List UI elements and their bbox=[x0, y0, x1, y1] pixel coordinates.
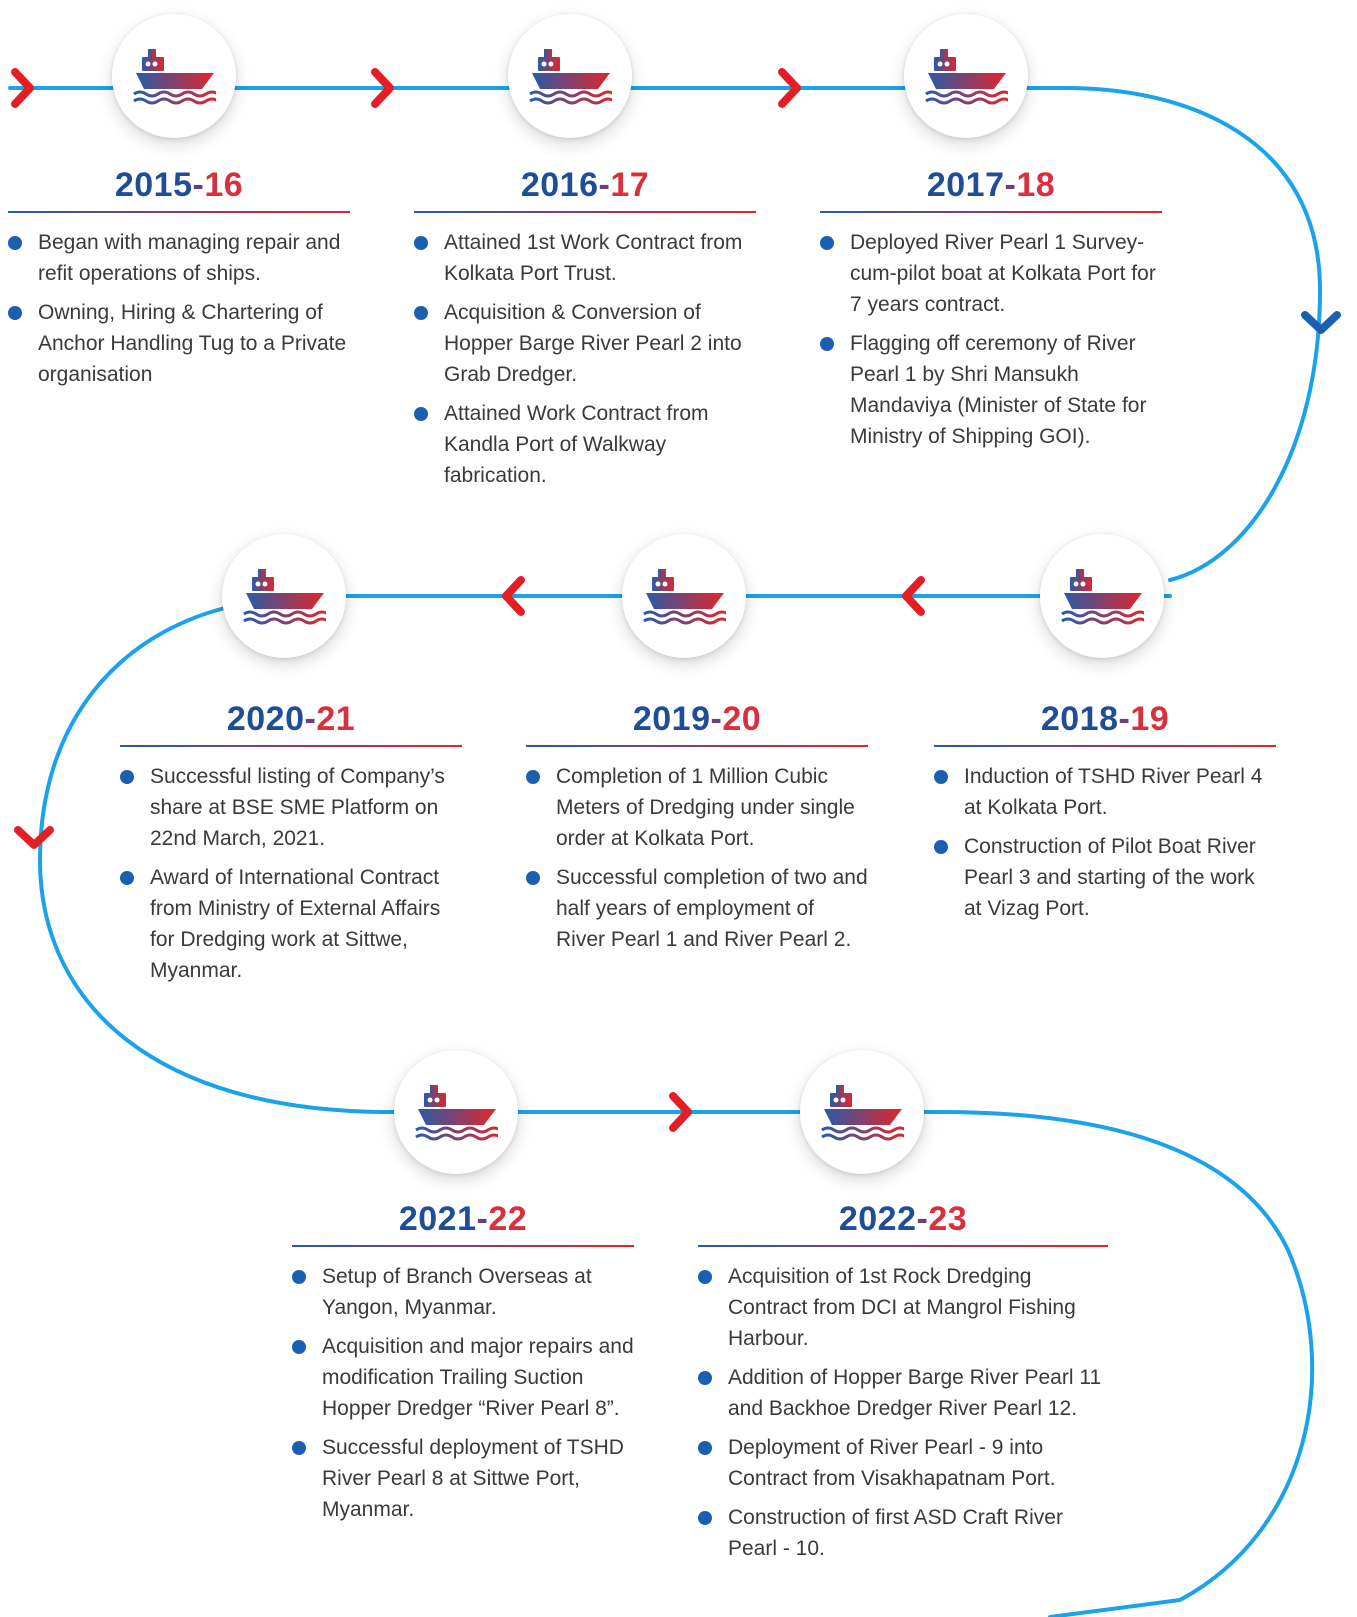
milestone-items: Successful listing of Company’s share at… bbox=[120, 761, 462, 986]
year-heading: 2021-22 bbox=[292, 1200, 634, 1247]
list-item: Owning, Hiring & Chartering of Anchor Ha… bbox=[8, 297, 350, 390]
milestone-items: Setup of Branch Overseas at Yangon, Myan… bbox=[292, 1261, 634, 1525]
milestone-items: Completion of 1 Million Cubic Meters of … bbox=[526, 761, 868, 955]
milestone-items: Attained 1st Work Contract from Kolkata … bbox=[414, 227, 756, 491]
year-heading: 2019-20 bbox=[526, 700, 868, 747]
milestone-2016-17: 2016-17 Attained 1st Work Contract from … bbox=[414, 166, 756, 499]
year-heading: 2018-19 bbox=[934, 700, 1276, 747]
milestone-2021-22: 2021-22 Setup of Branch Overseas at Yang… bbox=[292, 1200, 634, 1533]
list-item: Completion of 1 Million Cubic Meters of … bbox=[526, 761, 868, 854]
chevron-right-icon bbox=[11, 68, 34, 108]
chevron-right-icon bbox=[371, 68, 394, 108]
chevron-down-icon bbox=[14, 826, 54, 849]
list-item: Acquisition and major repairs and modifi… bbox=[292, 1331, 634, 1424]
milestone-node-2021-22 bbox=[394, 1050, 518, 1174]
milestone-node-2017-18 bbox=[904, 14, 1028, 138]
milestone-node-2019-20 bbox=[622, 534, 746, 658]
list-item: Induction of TSHD River Pearl 4 at Kolka… bbox=[934, 761, 1276, 823]
list-item: Attained 1st Work Contract from Kolkata … bbox=[414, 227, 756, 289]
chevron-down-icon bbox=[1301, 311, 1341, 334]
milestone-items: Deployed River Pearl 1 Survey-cum-pilot … bbox=[820, 227, 1162, 452]
year-heading: 2016-17 bbox=[414, 166, 756, 213]
list-item: Acquisition of 1st Rock Dredging Contrac… bbox=[698, 1261, 1108, 1354]
milestone-2022-23: 2022-23 Acquisition of 1st Rock Dredging… bbox=[698, 1200, 1108, 1572]
list-item: Acquisition & Conversion of Hopper Barge… bbox=[414, 297, 756, 390]
list-item: Flagging off ceremony of River Pearl 1 b… bbox=[820, 328, 1162, 452]
list-item: Construction of first ASD Craft River Pe… bbox=[698, 1502, 1108, 1564]
chevron-left-icon bbox=[502, 576, 525, 616]
ship-icon bbox=[1060, 565, 1144, 627]
curve-right-top bbox=[1064, 86, 1323, 582]
list-item: Successful completion of two and half ye… bbox=[526, 862, 868, 955]
list-item: Award of International Contract from Min… bbox=[120, 862, 462, 986]
milestone-2015-16: 2015-16 Began with managing repair and r… bbox=[8, 166, 350, 398]
curve-right-bottom bbox=[938, 1110, 1315, 1617]
list-item: Deployment of River Pearl - 9 into Contr… bbox=[698, 1432, 1108, 1494]
milestone-2018-19: 2018-19 Induction of TSHD River Pearl 4 … bbox=[934, 700, 1276, 932]
year-heading: 2020-21 bbox=[120, 700, 462, 747]
milestone-node-2016-17 bbox=[508, 14, 632, 138]
list-item: Construction of Pilot Boat River Pearl 3… bbox=[934, 831, 1276, 924]
ship-icon bbox=[242, 565, 326, 627]
ship-icon bbox=[414, 1081, 498, 1143]
milestone-items: Acquisition of 1st Rock Dredging Contrac… bbox=[698, 1261, 1108, 1564]
ship-icon bbox=[924, 45, 1008, 107]
milestone-node-2015-16 bbox=[112, 14, 236, 138]
milestone-node-2020-21 bbox=[222, 534, 346, 658]
milestone-items: Began with managing repair and refit ope… bbox=[8, 227, 350, 390]
list-item: Addition of Hopper Barge River Pearl 11 … bbox=[698, 1362, 1108, 1424]
ship-icon bbox=[132, 45, 216, 107]
milestone-2020-21: 2020-21 Successful listing of Company’s … bbox=[120, 700, 462, 994]
chevron-left-icon bbox=[902, 576, 925, 616]
milestone-items: Induction of TSHD River Pearl 4 at Kolka… bbox=[934, 761, 1276, 924]
milestone-node-2022-23 bbox=[800, 1050, 924, 1174]
list-item: Attained Work Contract from Kandla Port … bbox=[414, 398, 756, 491]
year-heading: 2017-18 bbox=[820, 166, 1162, 213]
ship-icon bbox=[528, 45, 612, 107]
year-heading: 2022-23 bbox=[698, 1200, 1108, 1247]
list-item: Deployed River Pearl 1 Survey-cum-pilot … bbox=[820, 227, 1162, 320]
chevron-right-icon bbox=[669, 1092, 692, 1132]
chevron-right-icon bbox=[778, 68, 801, 108]
list-item: Successful listing of Company’s share at… bbox=[120, 761, 462, 854]
milestone-2017-18: 2017-18 Deployed River Pearl 1 Survey-cu… bbox=[820, 166, 1162, 460]
list-item: Setup of Branch Overseas at Yangon, Myan… bbox=[292, 1261, 634, 1323]
ship-icon bbox=[820, 1081, 904, 1143]
list-item: Began with managing repair and refit ope… bbox=[8, 227, 350, 289]
year-heading: 2015-16 bbox=[8, 166, 350, 213]
list-item: Successful deployment of TSHD River Pear… bbox=[292, 1432, 634, 1525]
milestone-node-2018-19 bbox=[1040, 534, 1164, 658]
ship-icon bbox=[642, 565, 726, 627]
curve-left bbox=[37, 606, 392, 1114]
milestone-2019-20: 2019-20 Completion of 1 Million Cubic Me… bbox=[526, 700, 868, 963]
